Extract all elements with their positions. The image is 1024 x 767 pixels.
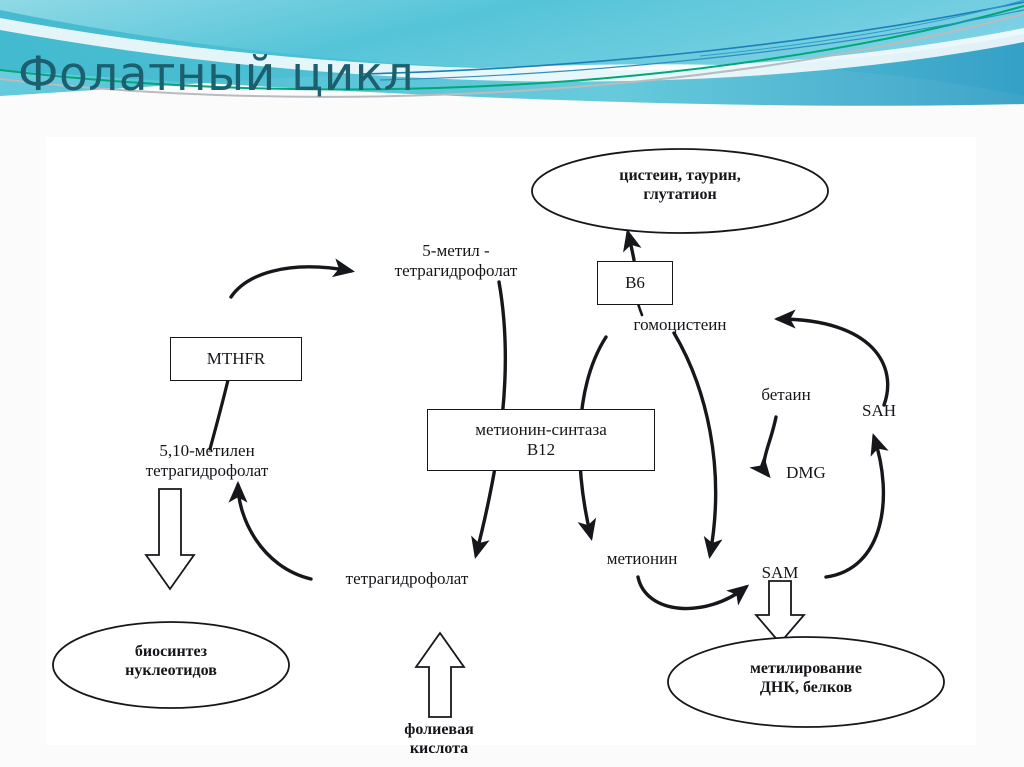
node-label-mthfr: MTHFR (206, 348, 266, 368)
ellipse-dna-protein-methylation (667, 636, 945, 728)
block-arrow-to-nucleotide-biosynthesis (144, 488, 196, 591)
node-label-line-2: кислота (409, 739, 469, 757)
node-label-methionine: метионин (606, 549, 678, 568)
node-label-sah: SAH (861, 401, 896, 420)
wave-line-blue-3 (699, 0, 1024, 57)
node-label-line-1: 5,10-метилен (159, 441, 255, 460)
ellipse-nucleotide-biosynthesis (52, 621, 290, 709)
node-label-betaine: бетаин (761, 385, 811, 404)
wave-line-gray (0, 13, 1024, 98)
edge-mthfr-to-methylthf (229, 258, 356, 299)
node-label-line-2: тетрагидрофолат (145, 461, 269, 481)
node-label-sam: SAM (761, 563, 799, 582)
node-sah: SAH (846, 401, 912, 421)
node-methionine-synthase-b12: метионин-синтаза B12 (427, 409, 655, 471)
wave-line-blue-1 (359, 1, 1024, 75)
node-label-line-2: нуклеотидов (125, 661, 217, 679)
node-label-line-1: цистеин, таурин, (619, 167, 741, 184)
node-dmg: DMG (772, 463, 840, 483)
page-title: Фолатный цикл (18, 47, 415, 102)
node-label-line-1: биосинтез (134, 643, 208, 660)
node-mthfr: MTHFR (170, 337, 302, 381)
node-nucleotide-biosynthesis: биосинтез нуклеотидов (71, 643, 271, 681)
edge-sah-to-homocysteine (773, 309, 890, 407)
wave-band-lower (0, 10, 1024, 106)
node-label-line-2: глутатион (643, 185, 717, 203)
edge-methionine-to-sam (636, 575, 750, 611)
node-cysteine-taurine-glutathione: цистеин, таурин, глутатион (562, 167, 798, 205)
edge-thf-to-methylenethf (228, 480, 313, 581)
edge-homocysteine-branch-to-methionine (672, 331, 723, 560)
node-methylene-thf: 5,10-метилен тетрагидрофолат (86, 441, 328, 481)
block-arrow-to-dna-methylation (754, 580, 806, 645)
node-b6: B6 (597, 261, 673, 305)
node-label-thf: тетрагидрофолат (345, 569, 469, 588)
node-label-homocysteine: гомоцистеин (633, 315, 727, 334)
header-decoration (0, 0, 1024, 132)
node-label-line-2: тетрагидрофолат (394, 261, 518, 281)
node-betaine: бетаин (738, 385, 834, 405)
block-arrow-to-thf (414, 631, 466, 718)
node-label-b6: B6 (625, 272, 645, 292)
node-folic-acid: фолиевая кислота (364, 721, 514, 759)
node-label-dmg: DMG (786, 463, 826, 482)
node-methyl-thf: 5-метил - тетрагидрофолат (356, 241, 556, 281)
edge-betaine-to-dmg (749, 415, 778, 479)
edge-mthfr-to-methylenethf (208, 378, 230, 451)
ellipse-cysteine-taurine-glutathione (531, 148, 829, 234)
edge-b6-to-cysteine (623, 229, 642, 262)
wave-line-blue-2 (379, 9, 1024, 81)
wave-line-green (0, 5, 1024, 91)
node-dna-protein-methylation: метилирование ДНК, белков (686, 660, 926, 698)
pathway-connectors (52, 148, 945, 728)
node-methionine: метионин (574, 549, 710, 569)
edge-sam-to-sah (824, 433, 889, 579)
node-label-line-1: метионин-синтаза (475, 419, 607, 439)
node-thf: тетрагидрофолат (314, 569, 500, 589)
node-label-line-2: B12 (526, 440, 556, 459)
node-label-line-1: метилирование (750, 660, 862, 677)
node-homocysteine: гомоцистеин (595, 315, 765, 335)
node-label-line-1: 5-метил - (422, 241, 490, 260)
node-sam: SAM (746, 563, 814, 583)
node-label-line-1: фолиевая (404, 721, 474, 738)
node-label-line-2: ДНК, белков (759, 678, 853, 696)
diagram-panel: цистеин, таурин, глутатион B6 гомоцистеи… (46, 137, 976, 757)
